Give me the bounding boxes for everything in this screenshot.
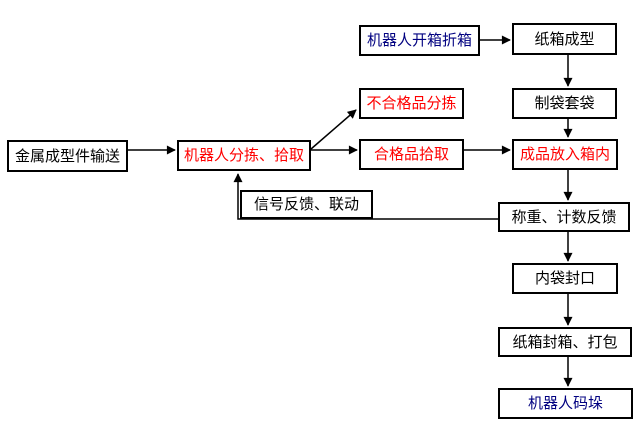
node-reject-product-sorting: 不合格品分拣 [359, 88, 464, 119]
node-robot-open-fold-box: 机器人开箱折箱 [359, 25, 480, 56]
node-robot-palletizing: 机器人码垛 [498, 388, 633, 419]
node-inner-bag-sealing: 内袋封口 [512, 263, 618, 294]
node-signal-feedback-linkage: 信号反馈、联动 [240, 190, 373, 219]
node-qualified-product-picking: 合格品拾取 [359, 139, 464, 170]
arrow-sort-to-reject [310, 109, 357, 150]
node-weighing-counting-feedback: 称重、计数反馈 [498, 202, 630, 232]
node-carton-forming: 纸箱成型 [512, 23, 617, 55]
node-bag-making-bagging: 制袋套袋 [512, 88, 617, 119]
node-robot-sort-pick: 机器人分拣、拾取 [177, 140, 311, 171]
node-carton-sealing-packing: 纸箱封箱、打包 [498, 327, 632, 357]
node-product-into-box: 成品放入箱内 [512, 139, 618, 170]
node-metal-part-conveying: 金属成型件输送 [7, 140, 128, 172]
